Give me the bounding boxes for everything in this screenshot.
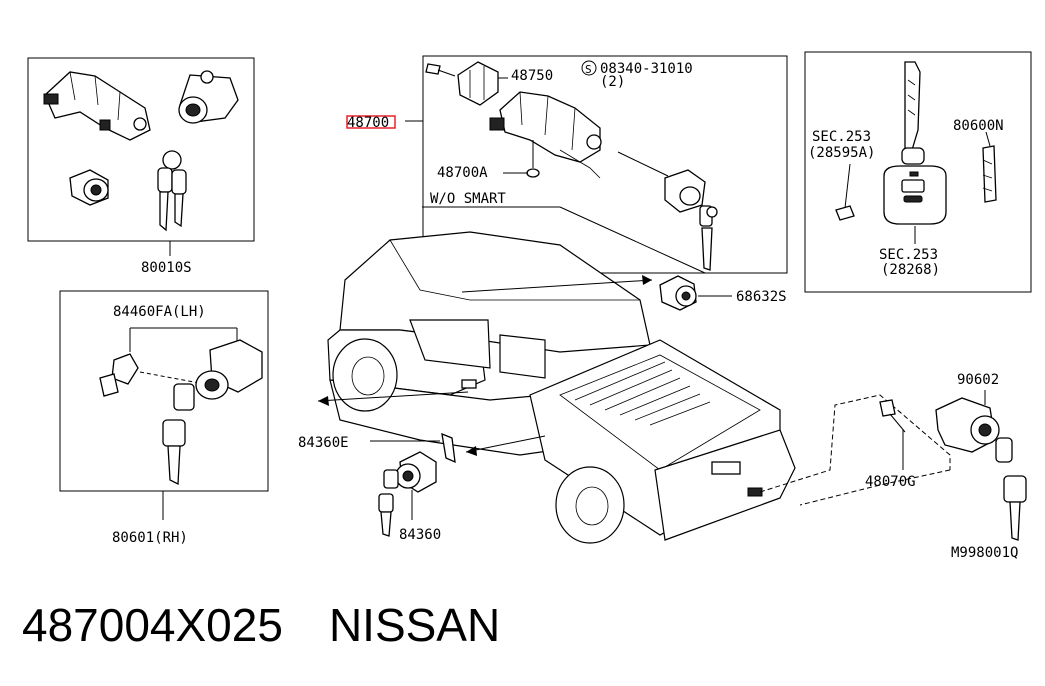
label-48070g: 48070G [865,474,916,490]
label-08340: 08340-31010 [600,61,693,77]
ignition-box [422,55,788,274]
lock-rod-84360e-drawing [441,432,456,464]
ignition-lock-drawing [43,71,151,141]
tailgate-dashed-link [759,394,951,493]
symbol-s-circle [581,60,597,76]
rod-clip-drawing [99,353,139,397]
door-cylinder-drawing [178,70,239,124]
keys-rh-drawing [162,383,195,486]
footer-part-number: 487004X025 [22,599,283,651]
truck-drawing [327,231,796,544]
label-48750: 48750 [511,68,553,84]
label-sec253-a: SEC.253 [812,129,871,145]
door-cylinder-84360-drawing [378,451,437,537]
label-84360: 84360 [399,527,441,543]
ignition-lock-48700-drawing [489,91,602,179]
label-wo-smart: W/O SMART [430,191,506,207]
label-48700: 48700 [347,115,389,131]
small-cylinder-drawing [69,169,109,206]
highlight-48700 [346,115,396,129]
label-80601: 80601(RH) [112,530,188,546]
label-sec253-b: SEC.253 [879,247,938,263]
label-80010s: 80010S [141,260,192,276]
label-90602: 90602 [957,372,999,388]
footer-caption: 487004X025 NISSAN [22,598,546,652]
footer-brand: NISSAN [328,599,501,651]
door-cylinder-rh-drawing [195,339,263,400]
steering-lock-48750-drawing [457,61,508,106]
blank-key-drawing [901,61,925,165]
label-68632s: 68632S [736,289,787,305]
screw-28595a-drawing [835,163,855,221]
key-cylinder-wire-drawing [617,151,718,271]
keys-box [804,51,1032,293]
arrows [317,275,653,456]
screw-08340-drawing [425,63,456,77]
label-80600n: 80600N [953,118,1004,134]
glovebox-lock-drawing [659,275,732,311]
label-28595a: (28595A) [808,145,875,161]
label-08340-qty: (2) [600,74,625,90]
label-figure-code: M998001Q [951,545,1018,561]
tailgate-cylinder-90602-drawing [935,390,1027,541]
parts-diagram: 80010S [27,51,1032,561]
symbol-s-text: S [585,63,592,76]
label-84460fa: 84460FA(LH) [113,304,206,320]
key-blade-80600n-drawing [982,145,997,203]
label-84360e: 84360E [298,435,349,451]
bolt-48070g-drawing [879,399,906,470]
label-48700a: 48700A [437,165,488,181]
door-lock-set-box [59,290,269,520]
kit-80010s-box [27,57,255,256]
key-pair-drawing [157,150,187,232]
screw-48700a-drawing [526,140,540,178]
smart-key-fob-drawing [883,165,947,225]
label-28268: (28268) [881,262,940,278]
